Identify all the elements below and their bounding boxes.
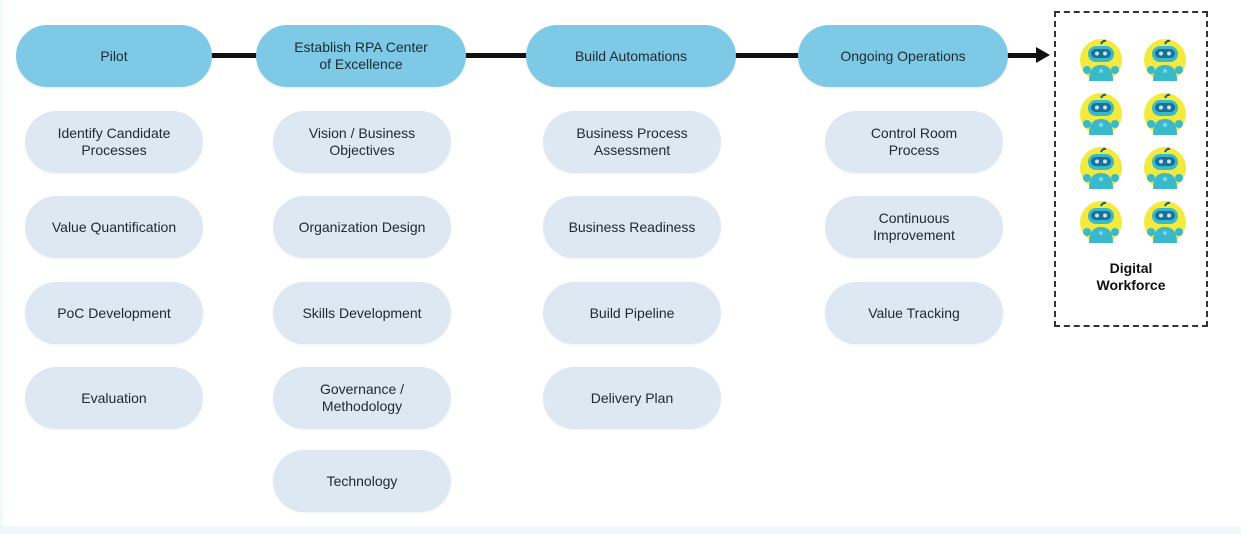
digital-workforce-label: Digital Workforce [1096,260,1166,293]
task-vision-business-objectives: Vision / Business Objectives [273,111,451,173]
task-business-readiness: Business Readiness [543,196,721,258]
digital-workforce-box: Digital Workforce [1054,11,1208,327]
robot-icon [1079,146,1123,190]
robot-icon [1143,200,1187,244]
task-governance-methodology: Governance / Methodology [273,367,451,429]
robot-icon [1143,92,1187,136]
robot-icon [1143,38,1187,82]
task-identify-candidate-processes: Identify Candidate Processes [25,111,203,173]
connector-build-ops [732,53,802,58]
connector-ops-workforce [1004,53,1038,58]
phase-build-automations: Build Automations [526,25,736,87]
arrow-head-icon [1036,47,1050,63]
connector-pilot-coe [210,53,260,58]
task-poc-development: PoC Development [25,282,203,344]
task-value-quantification: Value Quantification [25,196,203,258]
connector-coe-build [462,53,530,58]
task-build-pipeline: Build Pipeline [543,282,721,344]
robot-icon [1079,92,1123,136]
phase-pilot: Pilot [16,25,212,87]
phase-ongoing-operations: Ongoing Operations [798,25,1008,87]
robot-icon [1079,200,1123,244]
task-organization-design: Organization Design [273,196,451,258]
robot-icon [1143,146,1187,190]
task-control-room-process: Control Room Process [825,111,1003,173]
task-continuous-improvement: Continuous Improvement [825,196,1003,258]
robot-icon [1079,38,1123,82]
task-value-tracking: Value Tracking [825,282,1003,344]
phase-establish-coe: Establish RPA Center of Excellence [256,25,466,87]
task-technology: Technology [273,450,451,512]
task-evaluation: Evaluation [25,367,203,429]
task-delivery-plan: Delivery Plan [543,367,721,429]
left-edge [0,0,3,534]
bottom-strip [0,526,1241,534]
task-business-process-assessment: Business Process Assessment [543,111,721,173]
task-skills-development: Skills Development [273,282,451,344]
